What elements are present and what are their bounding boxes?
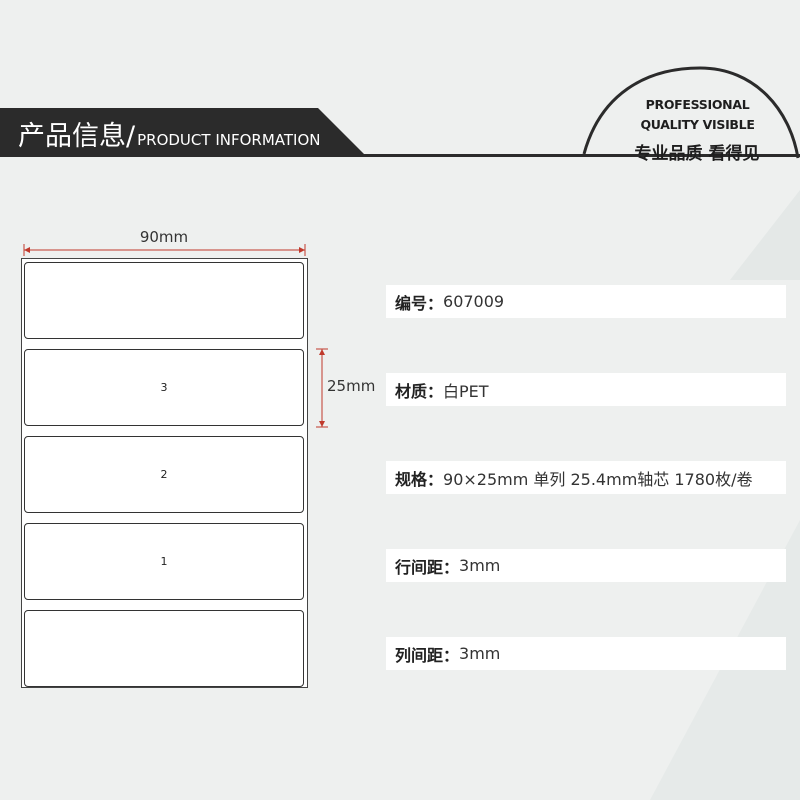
- spec-value: 3mm: [459, 644, 501, 663]
- label-sheet: 1: [24, 523, 304, 600]
- spec-value: 白PET: [443, 381, 489, 401]
- label-sheet: 2: [24, 436, 304, 513]
- spec-key: 编号：: [395, 293, 444, 313]
- label-sheet: [24, 610, 304, 687]
- spec-key: 行间距：: [395, 557, 460, 577]
- width-dimension-label: 90mm: [139, 228, 189, 246]
- spec-key: 规格：: [395, 469, 444, 489]
- spec-row-row-spacing: 行间距： 3mm: [386, 549, 786, 582]
- header-divider: [0, 154, 800, 157]
- spec-value: 3mm: [459, 556, 501, 575]
- badge-line-1: PROFESSIONAL: [645, 97, 750, 112]
- page-title-cn: 产品信息/: [18, 121, 136, 152]
- spec-key: 材质：: [395, 381, 444, 401]
- spec-row-size: 规格： 90×25mm 单列 25.4mm轴芯 1780枚/卷: [386, 461, 786, 494]
- label-sheet: [24, 262, 304, 339]
- badge-slogan: 专业品质 看得见: [634, 144, 760, 164]
- spec-row-material: 材质： 白PET: [386, 373, 786, 406]
- spec-row-number: 编号： 607009: [386, 285, 786, 318]
- height-dimension-label: 25mm: [327, 377, 376, 395]
- spec-row-column-spacing: 列间距： 3mm: [386, 637, 786, 670]
- page-title: 产品信息/ PRODUCT INFORMATION: [18, 114, 321, 152]
- background-shape: [730, 190, 800, 280]
- spec-value: 90×25mm 单列 25.4mm轴芯 1780枚/卷: [443, 469, 753, 489]
- spec-value: 607009: [443, 292, 505, 311]
- spec-key: 列间距：: [395, 645, 460, 665]
- page-title-en: PRODUCT INFORMATION: [137, 131, 321, 149]
- header-band: [0, 108, 365, 155]
- badge-line-2: QUALITY VISIBLE: [640, 117, 755, 132]
- label-sheet: 3: [24, 349, 304, 426]
